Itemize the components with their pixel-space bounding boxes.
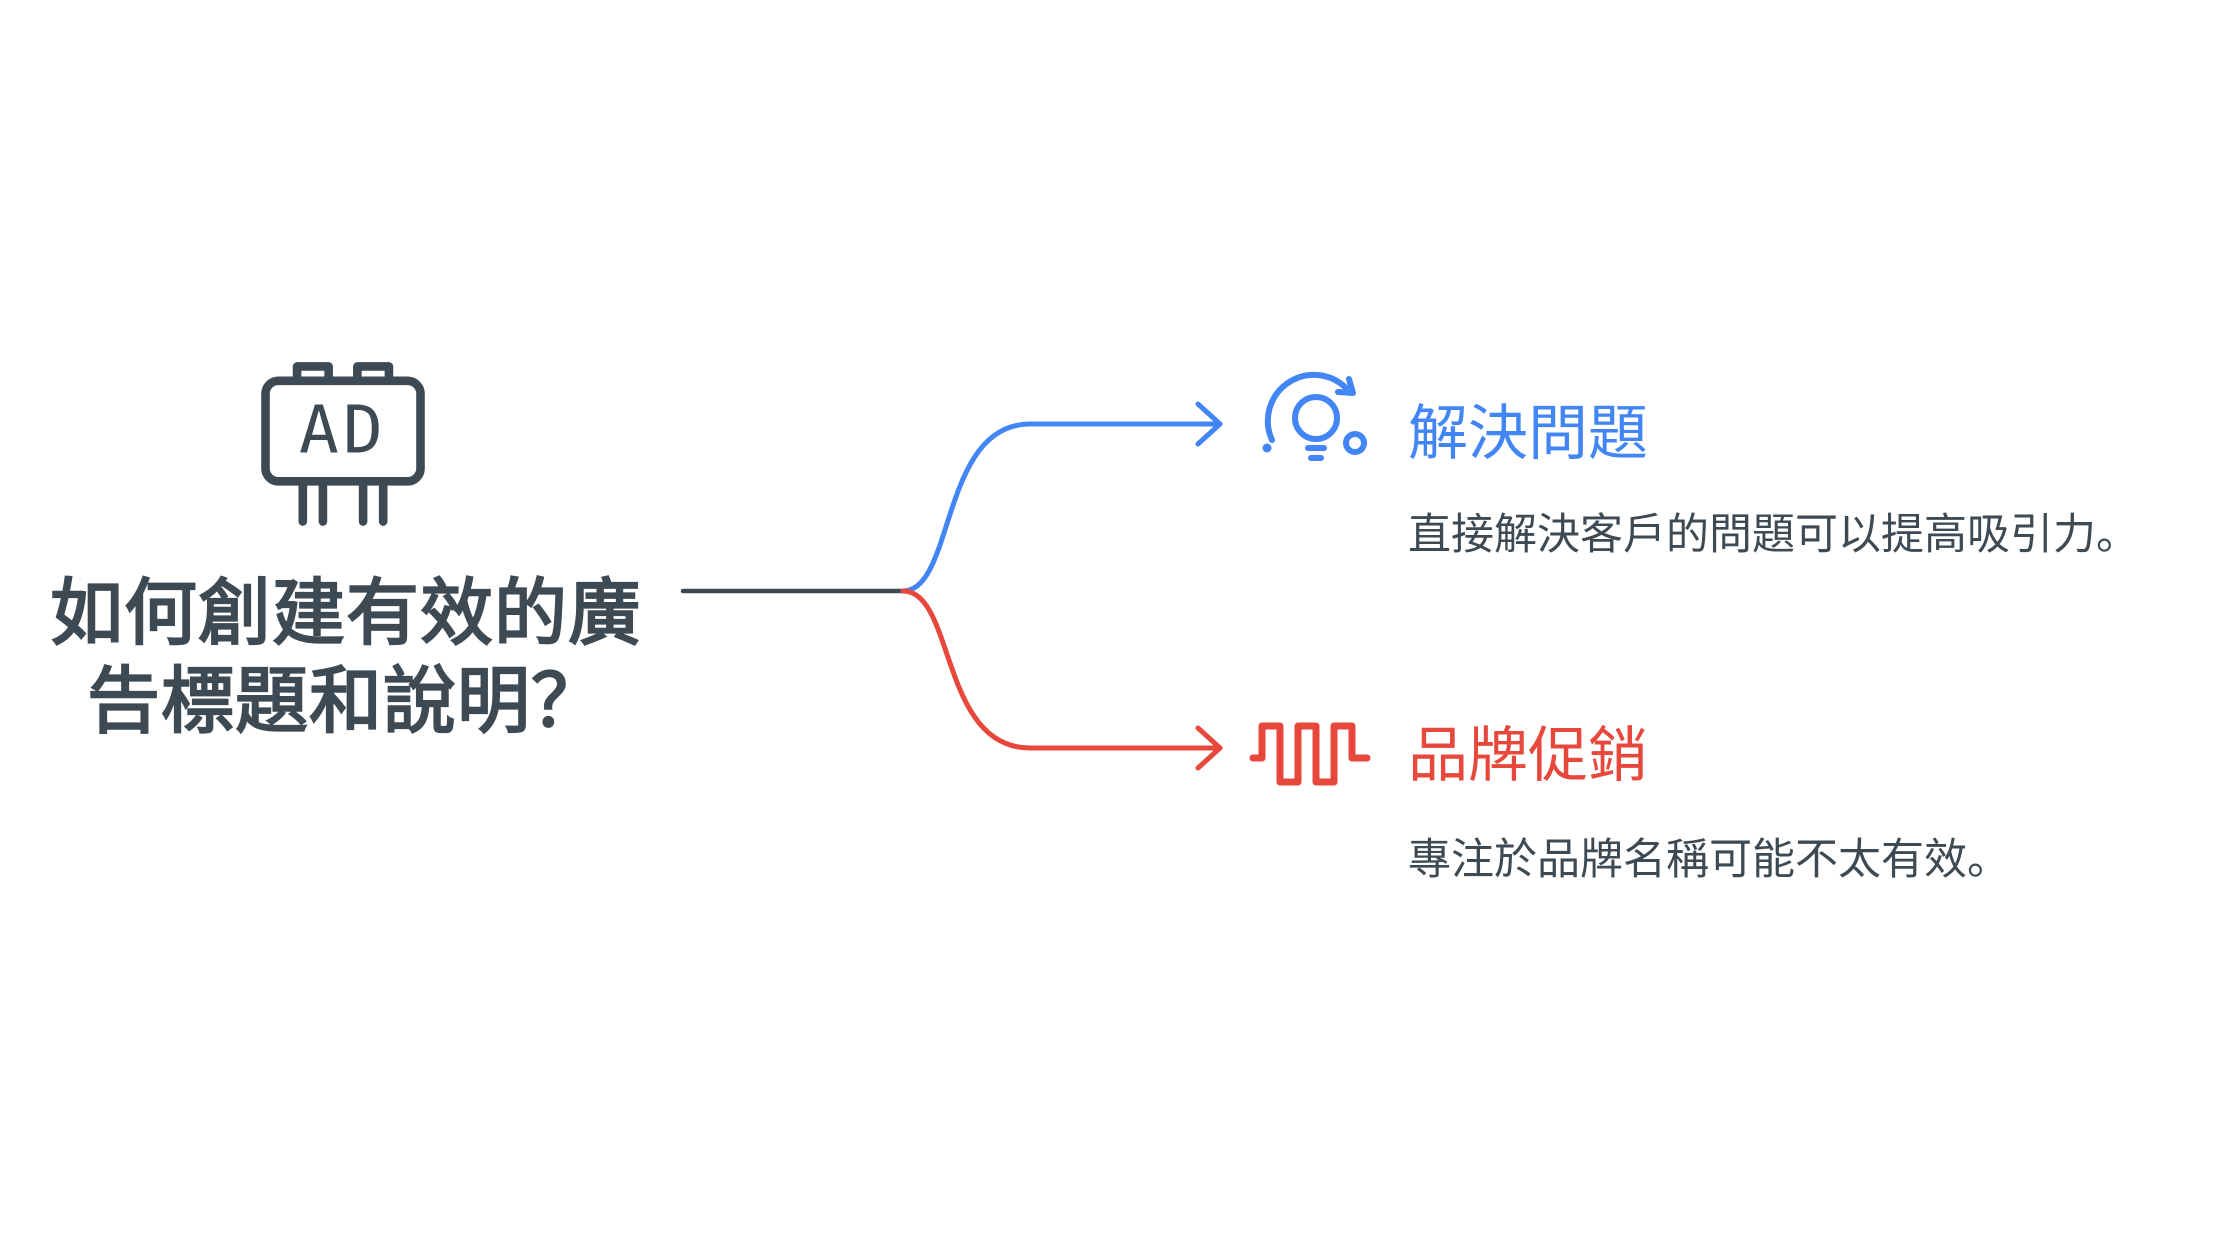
branch-node-brand-promotion[interactable] [1248, 712, 1372, 796]
root-node[interactable]: AD [254, 352, 432, 536]
branch-description-brand-promotion: 專注於品牌名稱可能不太有效。 [1408, 836, 2010, 884]
branch-curve-brand-promotion [900, 588, 1223, 751]
root-title-line2: 告標題和說明？ [87, 661, 605, 742]
arrowhead-icon [1195, 401, 1223, 447]
lightbulb-idea-icon [1262, 371, 1367, 461]
root-node-title[interactable]: 如何創建有效的廣 告標題和說明？ [16, 570, 676, 746]
arrowhead-icon [1195, 725, 1223, 771]
branch-title-brand-promotion[interactable]: 品牌促銷 [1408, 722, 1648, 789]
branch-title-solve-problems[interactable]: 解決問題 [1408, 400, 1648, 467]
ad-billboard-icon: AD [261, 362, 425, 526]
branch-node-solve-problems[interactable] [1258, 366, 1373, 486]
root-title-line1: 如何創建有效的廣 [50, 573, 642, 654]
branch-curve-solve-problems [900, 421, 1223, 594]
waveform-icon [1249, 722, 1371, 786]
branch-description-solve-problems: 直接解決客戶的問題可以提高吸引力。 [1408, 511, 2139, 559]
ad-label: AD [299, 392, 387, 469]
